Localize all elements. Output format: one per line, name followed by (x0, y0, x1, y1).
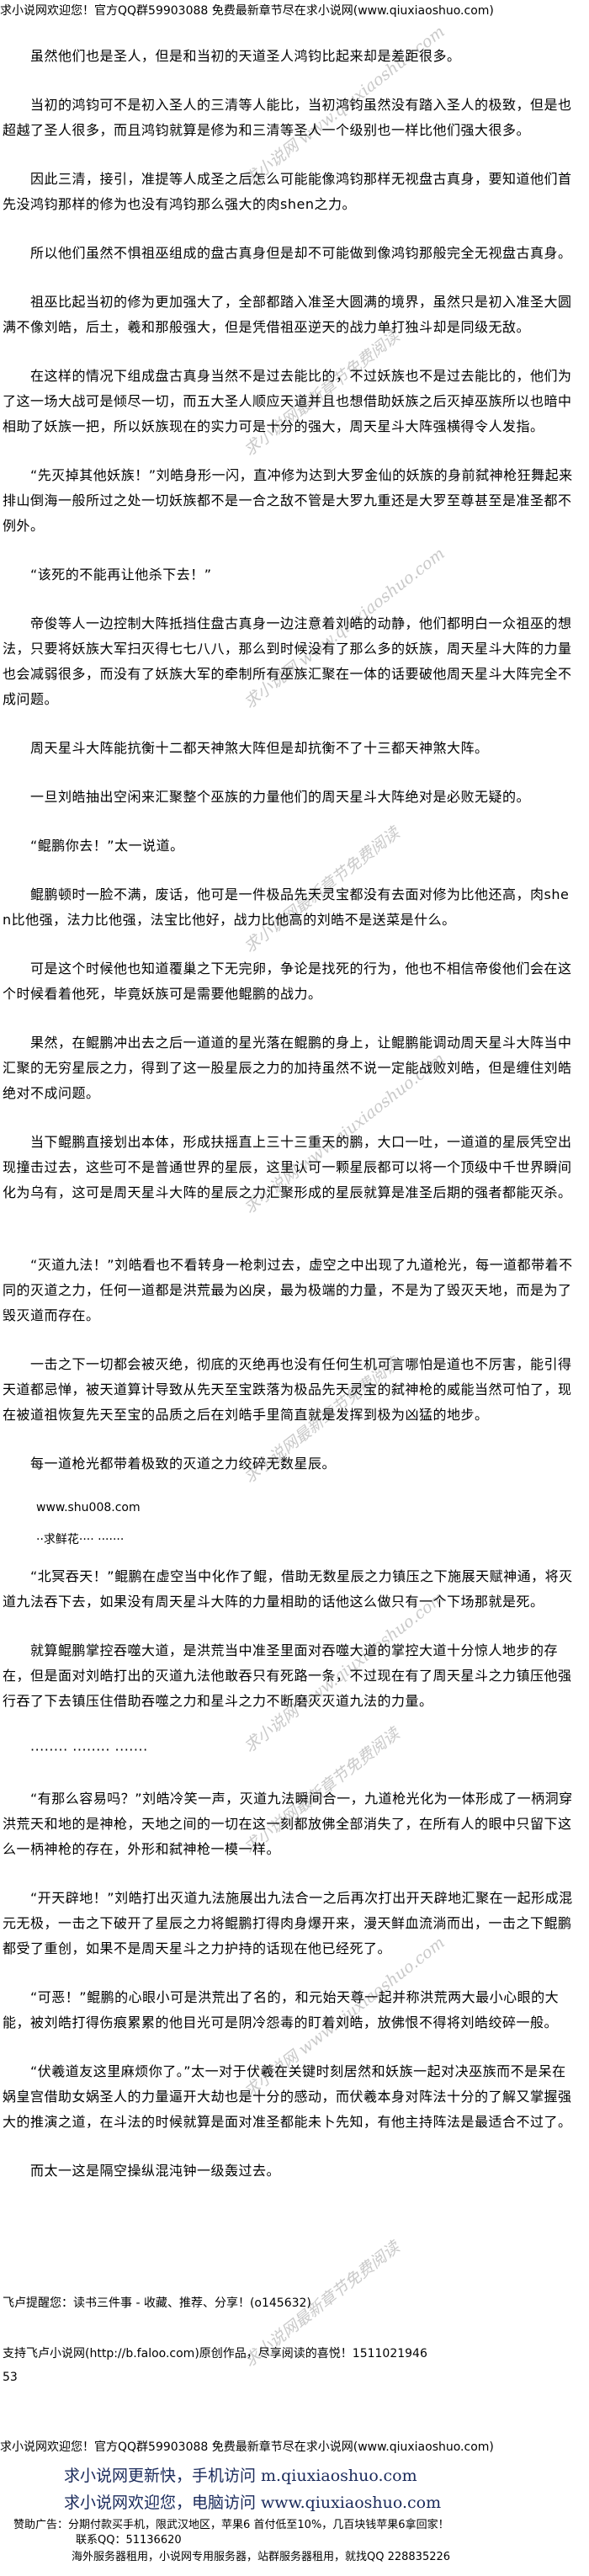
paragraph: “开天辟地！”刘皓打出灭道九法施展出九法合一之后再次打出开天辟地汇聚在一起形成混… (3, 1890, 573, 1956)
paragraph: 当下鲲鹏直接划出本体，形成扶摇直上三十三重天的鹏，大口一吐，一道道的星辰凭空出现… (3, 1134, 572, 1200)
server-ad[interactable]: 海外服务器租用，小说网专用服务器，站群服务器租用，就找QQ 228835226 (72, 2551, 451, 2563)
paragraph: “可恶！”鲲鹏的心眼小可是洪荒出了名的，和元始天尊一起并称洪荒两大最小心眼的大能… (3, 1989, 560, 2030)
paragraph: 周天星斗大阵能抗衡十二都天神煞大阵但是却抗衡不了十三都天神煞大阵。 (30, 740, 489, 756)
faloo-reminder: 飞卢提醒您：读书三件事 - 收藏、推荐、分享！(o145632) (3, 2297, 311, 2310)
paragraph: 在这样的情况下组成盘古真身当然不是过去能比的，不过妖族也不是过去能比的，他们为了… (3, 368, 572, 434)
paragraph: “该死的不能再让他杀下去！” (30, 567, 212, 583)
paragraph: ········ ········ ······· (30, 1742, 148, 1758)
pc-access-link[interactable]: 求小说网欢迎您，电脑访问 www.qiuxiaoshuo.com (64, 2494, 442, 2512)
flower-request: ··求鲜花···· ······· (36, 1533, 125, 1546)
site-ad-text: www.shu008.com (36, 1501, 141, 1514)
paragraph: “鲲鹏你去！”太一说道。 (30, 838, 184, 854)
sponsor-contact: 联系QQ：51136620 (76, 2534, 182, 2547)
paragraph: “北冥吞天！”鲲鹏在虚空当中化作了鲲，借助无数星辰之力镇压之下施展天赋神通，将灭… (3, 1568, 573, 1610)
site-welcome-footer: 求小说网欢迎您！官方QQ群59903088 免费最新章节尽在求小说网(www.q… (0, 2440, 494, 2454)
paragraph: 一击之下一切都会被灭绝，彻底的灭绝再也没有任何生机可言哪怕是道也不厉害，能引得天… (3, 1356, 572, 1423)
sponsor-ad[interactable]: 赞助广告：分期付款买手机，限武汉地区，苹果6 首付低至10%，几百块钱苹果6拿回… (13, 2519, 449, 2531)
paragraph: 而太一这是隔空操纵混沌钟一级轰过去。 (30, 2163, 281, 2179)
paragraph: 虽然他们也是圣人，但是和当初的天道圣人鸿钧比起来却是差距很多。 (30, 48, 461, 64)
paragraph: 就算鲲鹏掌控吞噬大道，是洪荒当中准圣里面对吞噬大道的掌控大道十分惊人地步的存在，… (3, 1642, 572, 1709)
paragraph: 祖巫比起当初的修为更加强大了，全部都踏入准圣大圆满的境界，虽然只是初入准圣大圆满… (3, 294, 572, 335)
paragraph: 所以他们虽然不惧祖巫组成的盘古真身但是却不可能做到像鸿钧那般完全无视盘古真身。 (30, 245, 572, 261)
paragraph: 一旦刘皓抽出空闲来汇聚整个巫族的力量他们的周天星斗大阵绝对是必败无疑的。 (30, 789, 531, 805)
faloo-support-text: 支持飞卢小说网(http://b.faloo.com)原创作品，尽享阅读的喜悦！… (3, 2347, 427, 2384)
paragraph: 因此三清，接引，准提等人成圣之后怎么可能能像鸿钧那样无视盘古真身，要知道他们首先… (3, 171, 572, 212)
paragraph: “伏羲道友这里麻烦你了。”太一对于伏羲在关键时刻居然和妖族一起对决巫族而不是呆在… (3, 2063, 572, 2130)
paragraph: 每一道枪光都带着极致的灭道之力绞碎无数星辰。 (30, 1456, 337, 1472)
paragraph: 鲲鹏顿时一脸不满，废话，他可是一件极品先天灵宝都没有去面对修为比他还高，肉she… (3, 886, 570, 928)
paragraph: 当初的鸿钧可不是初入圣人的三清等人能比，当初鸿钧虽然没有踏入圣人的极致，但是也超… (3, 97, 572, 138)
site-welcome-header: 求小说网欢迎您！官方QQ群59903088 免费最新章节尽在求小说网(www.q… (0, 4, 494, 18)
chapter-content: 虽然他们也是圣人，但是和当初的天道圣人鸿钧比起来却是差距很多。当初的鸿钧可不是初… (3, 44, 576, 2207)
paragraph: “灭道九法！”刘皓看也不看转身一枪刺过去，虚空之中出现了九道枪光，每一道都带着不… (3, 1257, 573, 1323)
paragraph: 可是这个时候他也知道覆巢之下无完卵，争论是找死的行为，他也不相信帝俊他们会在这个… (3, 961, 572, 1002)
paragraph: “先灭掉其他妖族！”刘皓身形一闪，直冲修为达到大罗金仙的妖族的身前弑神枪狂舞起来… (3, 467, 573, 534)
mobile-access-link[interactable]: 求小说网更新快，手机访问 m.qiuxiaoshuo.com (64, 2467, 417, 2485)
paragraph: “有那么容易吗？”刘皓冷笑一声，灭道九法瞬间合一，九道枪光化为一体形成了一柄洞穿… (3, 1791, 573, 1857)
paragraph: 帝俊等人一边控制大阵抵挡住盘古真身一边注意着刘皓的动静，他们都明白一众祖巫的想法… (3, 615, 572, 707)
paragraph: 果然，在鲲鹏冲出去之后一道道的星光落在鲲鹏的身上，让鲲鹏能调动周天星斗大阵当中汇… (3, 1035, 572, 1101)
